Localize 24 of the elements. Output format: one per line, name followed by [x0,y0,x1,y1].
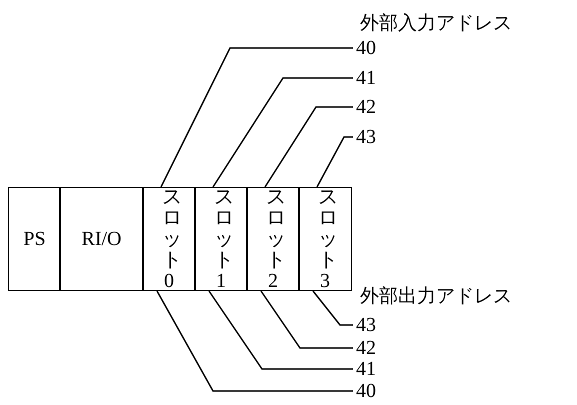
address-number: 43 [356,314,386,336]
leader-line [160,47,353,188]
leader-line [312,290,353,326]
leader-line [264,106,353,188]
address-heading: 外部入力アドレス [360,11,512,36]
address-heading: 外部出力アドレス [360,284,512,309]
address-number: 42 [356,96,386,118]
module-box: RI/O [59,187,144,291]
leader-line [212,77,353,188]
address-number: 43 [356,126,386,148]
slot-box: スロット0 [142,187,196,291]
leader-line [316,136,353,188]
leader-line [156,290,353,392]
address-number: 41 [356,358,386,380]
address-number: 42 [356,337,386,359]
slot-box: スロット2 [246,187,300,291]
leader-line [208,290,353,370]
leader-line [260,290,353,349]
address-number: 40 [356,380,386,402]
slot-box: スロット3 [298,187,352,291]
address-number: 40 [356,37,386,59]
slot-box: スロット1 [194,187,248,291]
module-box: PS [8,187,61,291]
address-number: 41 [356,67,386,89]
